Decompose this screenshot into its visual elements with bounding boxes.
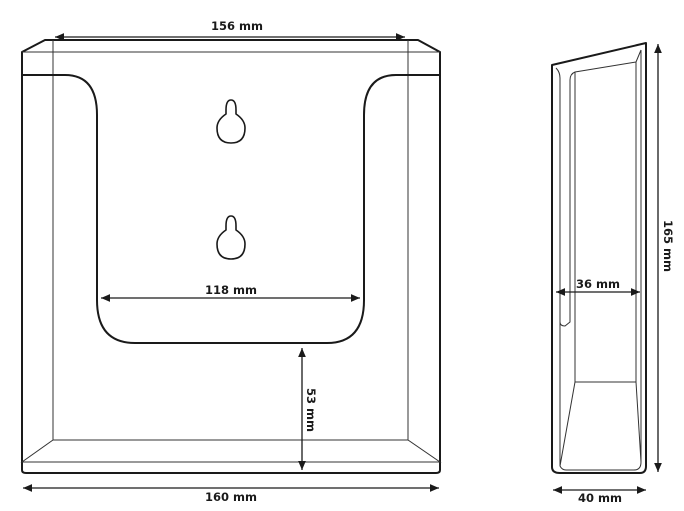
pocket-front-cutout bbox=[22, 74, 440, 344]
front-view: 156 mm 118 mm 53 mm 160 mm bbox=[20, 19, 442, 504]
dim-label-40: 40 mm bbox=[578, 491, 622, 505]
dim-label-165: 165 mm bbox=[661, 220, 675, 272]
front-top-edge bbox=[22, 40, 440, 440]
front-outline bbox=[21, 39, 441, 474]
side-view: 165 mm 36 mm 40 mm bbox=[551, 42, 675, 505]
side-inner-walls bbox=[555, 49, 642, 471]
dim-label-118: 118 mm bbox=[205, 283, 257, 297]
keyhole-bottom bbox=[216, 215, 246, 260]
dim-label-160: 160 mm bbox=[205, 490, 257, 504]
keyhole-top bbox=[216, 99, 246, 144]
dim-label-53: 53 mm bbox=[304, 388, 318, 432]
dim-label-156: 156 mm bbox=[211, 19, 263, 33]
bottom-tray bbox=[20, 439, 442, 463]
dim-label-36: 36 mm bbox=[576, 277, 620, 291]
side-outline bbox=[551, 42, 647, 474]
